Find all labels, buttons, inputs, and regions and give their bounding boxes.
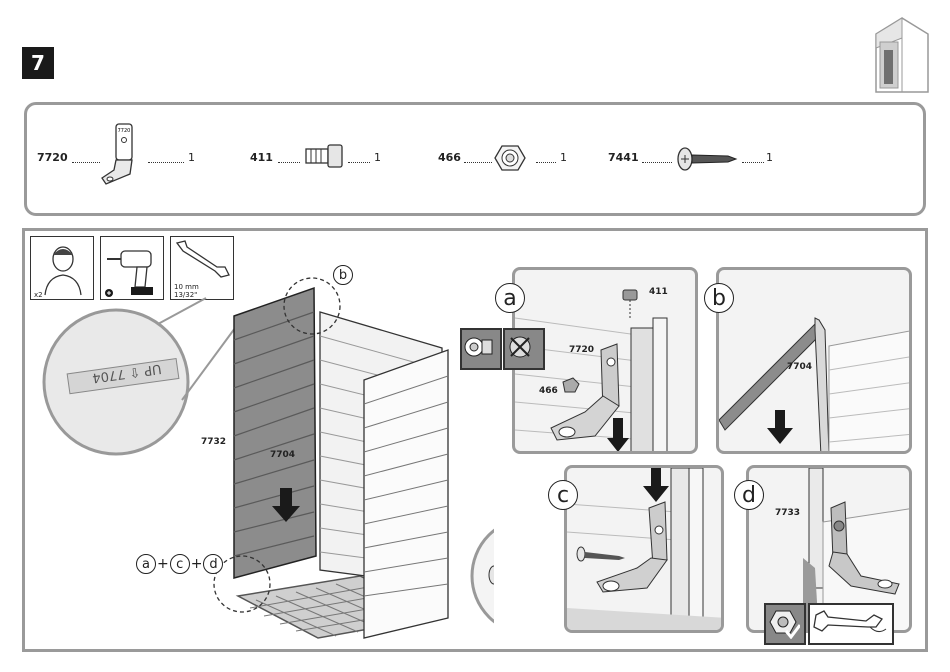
plus-sign: +: [191, 556, 203, 572]
part-id-7720: 7720: [37, 151, 68, 164]
nut-check-icon: [764, 603, 806, 645]
bolt-icon: [623, 290, 637, 300]
bracket-icon: 7720: [100, 122, 146, 188]
svg-text:7720: 7720: [118, 128, 131, 134]
sequence-acd: a + c + d: [136, 554, 223, 574]
label-411: 411: [649, 287, 668, 297]
bolt-icon: [304, 143, 346, 169]
wrench-tighten-icon: [808, 603, 894, 645]
detail-panel-b: 7704: [716, 267, 912, 454]
leader-dots: [348, 162, 370, 163]
part-qty-411: 1: [374, 151, 381, 164]
right-wall: [364, 350, 448, 638]
callout-c: c: [548, 480, 578, 510]
leader-dots: [148, 162, 184, 163]
label-466: 466: [539, 386, 558, 396]
leader-dots: [278, 162, 300, 163]
callout-d: d: [734, 480, 764, 510]
callout-c-seq: c: [170, 554, 190, 574]
label-7704-b: 7704: [787, 362, 812, 372]
leader-dots: [72, 162, 100, 163]
down-arrow-icon: [607, 418, 629, 452]
label-7732: 7732: [201, 437, 226, 447]
callout-a-seq: a: [136, 554, 156, 574]
leader-dots: [642, 162, 672, 163]
screw-icon: [676, 146, 738, 172]
hex-nut-icon: [494, 143, 526, 173]
down-arrow-icon: [643, 468, 669, 502]
leader-dots: [464, 162, 492, 163]
correct-nut-orientation: [460, 328, 502, 370]
plus-sign: +: [157, 556, 169, 572]
label-7733: 7733: [775, 508, 800, 518]
leader-dots: [742, 162, 764, 163]
parts-list-panel: [24, 102, 926, 216]
screw-icon: [577, 547, 585, 561]
shed-thumbnail-icon: [872, 14, 932, 94]
part-qty-7720: 1: [188, 151, 195, 164]
callout-a: a: [495, 283, 525, 313]
detail-panel-c: [564, 465, 724, 633]
wall-panel-7704: [234, 288, 316, 578]
leader-dots: [536, 162, 556, 163]
shed-wall-illustration: UP ⇧ 7704: [24, 240, 494, 650]
callout-b: b: [704, 283, 734, 313]
step-number: 7: [31, 51, 45, 75]
part-id-466: 466: [438, 151, 461, 164]
part-qty-7441: 1: [766, 151, 773, 164]
wrong-nut-orientation: [503, 328, 545, 370]
callout-d-seq: d: [203, 554, 223, 574]
hex-nut-icon: [563, 378, 579, 392]
part-id-411: 411: [250, 151, 273, 164]
label-7704: 7704: [270, 450, 295, 460]
callout-b-main: b: [333, 265, 353, 285]
step-number-badge: 7: [22, 47, 54, 79]
label-7720: 7720: [569, 345, 594, 355]
down-arrow-icon: [767, 410, 793, 444]
part-id-7441: 7441: [608, 151, 639, 164]
part-qty-466: 1: [560, 151, 567, 164]
